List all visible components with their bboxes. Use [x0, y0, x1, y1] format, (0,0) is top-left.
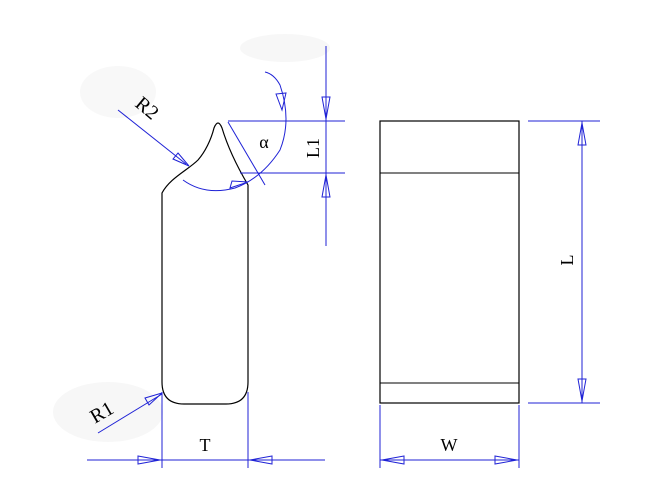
- background-smudges: [53, 34, 330, 442]
- r2-dimension: [117, 109, 190, 167]
- l-label: L: [557, 255, 577, 266]
- alpha-label: α: [259, 132, 269, 152]
- w-label: W: [441, 435, 458, 455]
- l-dimension: [528, 120, 600, 404]
- tool-bit-side-view: [161, 122, 249, 405]
- front-view-outline: [379, 120, 520, 404]
- l1-dimension: [228, 46, 345, 246]
- tool-bit-front-view: [379, 120, 520, 404]
- r1-dimension: [97, 392, 163, 434]
- t-dimension: [87, 392, 325, 468]
- l1-label: L1: [303, 138, 323, 158]
- alpha-angle-dimension: [182, 71, 287, 192]
- w-dimension: [379, 405, 520, 468]
- tool-bit-outline: [161, 122, 249, 405]
- t-label: T: [200, 435, 211, 455]
